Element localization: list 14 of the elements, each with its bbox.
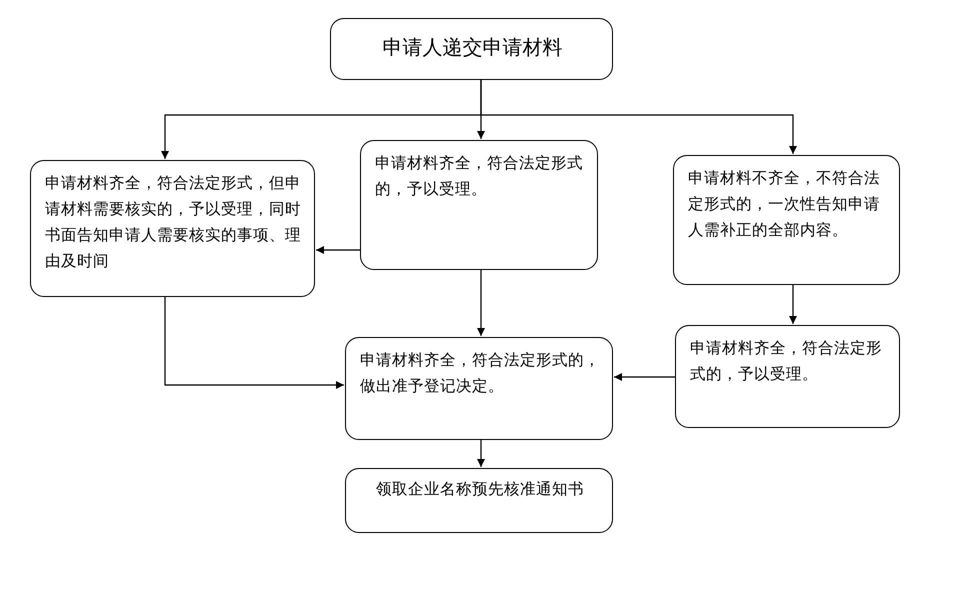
- arrow: [480, 80, 797, 154]
- arrow: [164, 297, 344, 389]
- arrow: [477, 270, 485, 336]
- process-box: 领取企业名称预先核准通知书: [345, 468, 613, 533]
- arrow: [614, 373, 675, 381]
- arrow: [477, 440, 485, 467]
- process-box: 申请材料齐全，符合法定形式，但申请材料需要核实的，予以受理，同时书面告知申请人需要核实的事项、理由及时间: [30, 160, 315, 297]
- arrow: [316, 246, 360, 254]
- arrow: [789, 285, 797, 324]
- process-box: 申请人递交申请材料: [330, 18, 613, 80]
- process-box: 申请材料齐全，符合法定形式的，予以受理。: [675, 325, 900, 428]
- process-box: 申请材料齐全，符合法定形式的，做出准予登记决定。: [345, 337, 613, 440]
- process-box: 申请材料不齐全，不符合法定形式的，一次性告知申请人需补正的全部内容。: [673, 155, 900, 285]
- process-box: 申请材料齐全，符合法定形式的，予以受理。: [360, 140, 598, 270]
